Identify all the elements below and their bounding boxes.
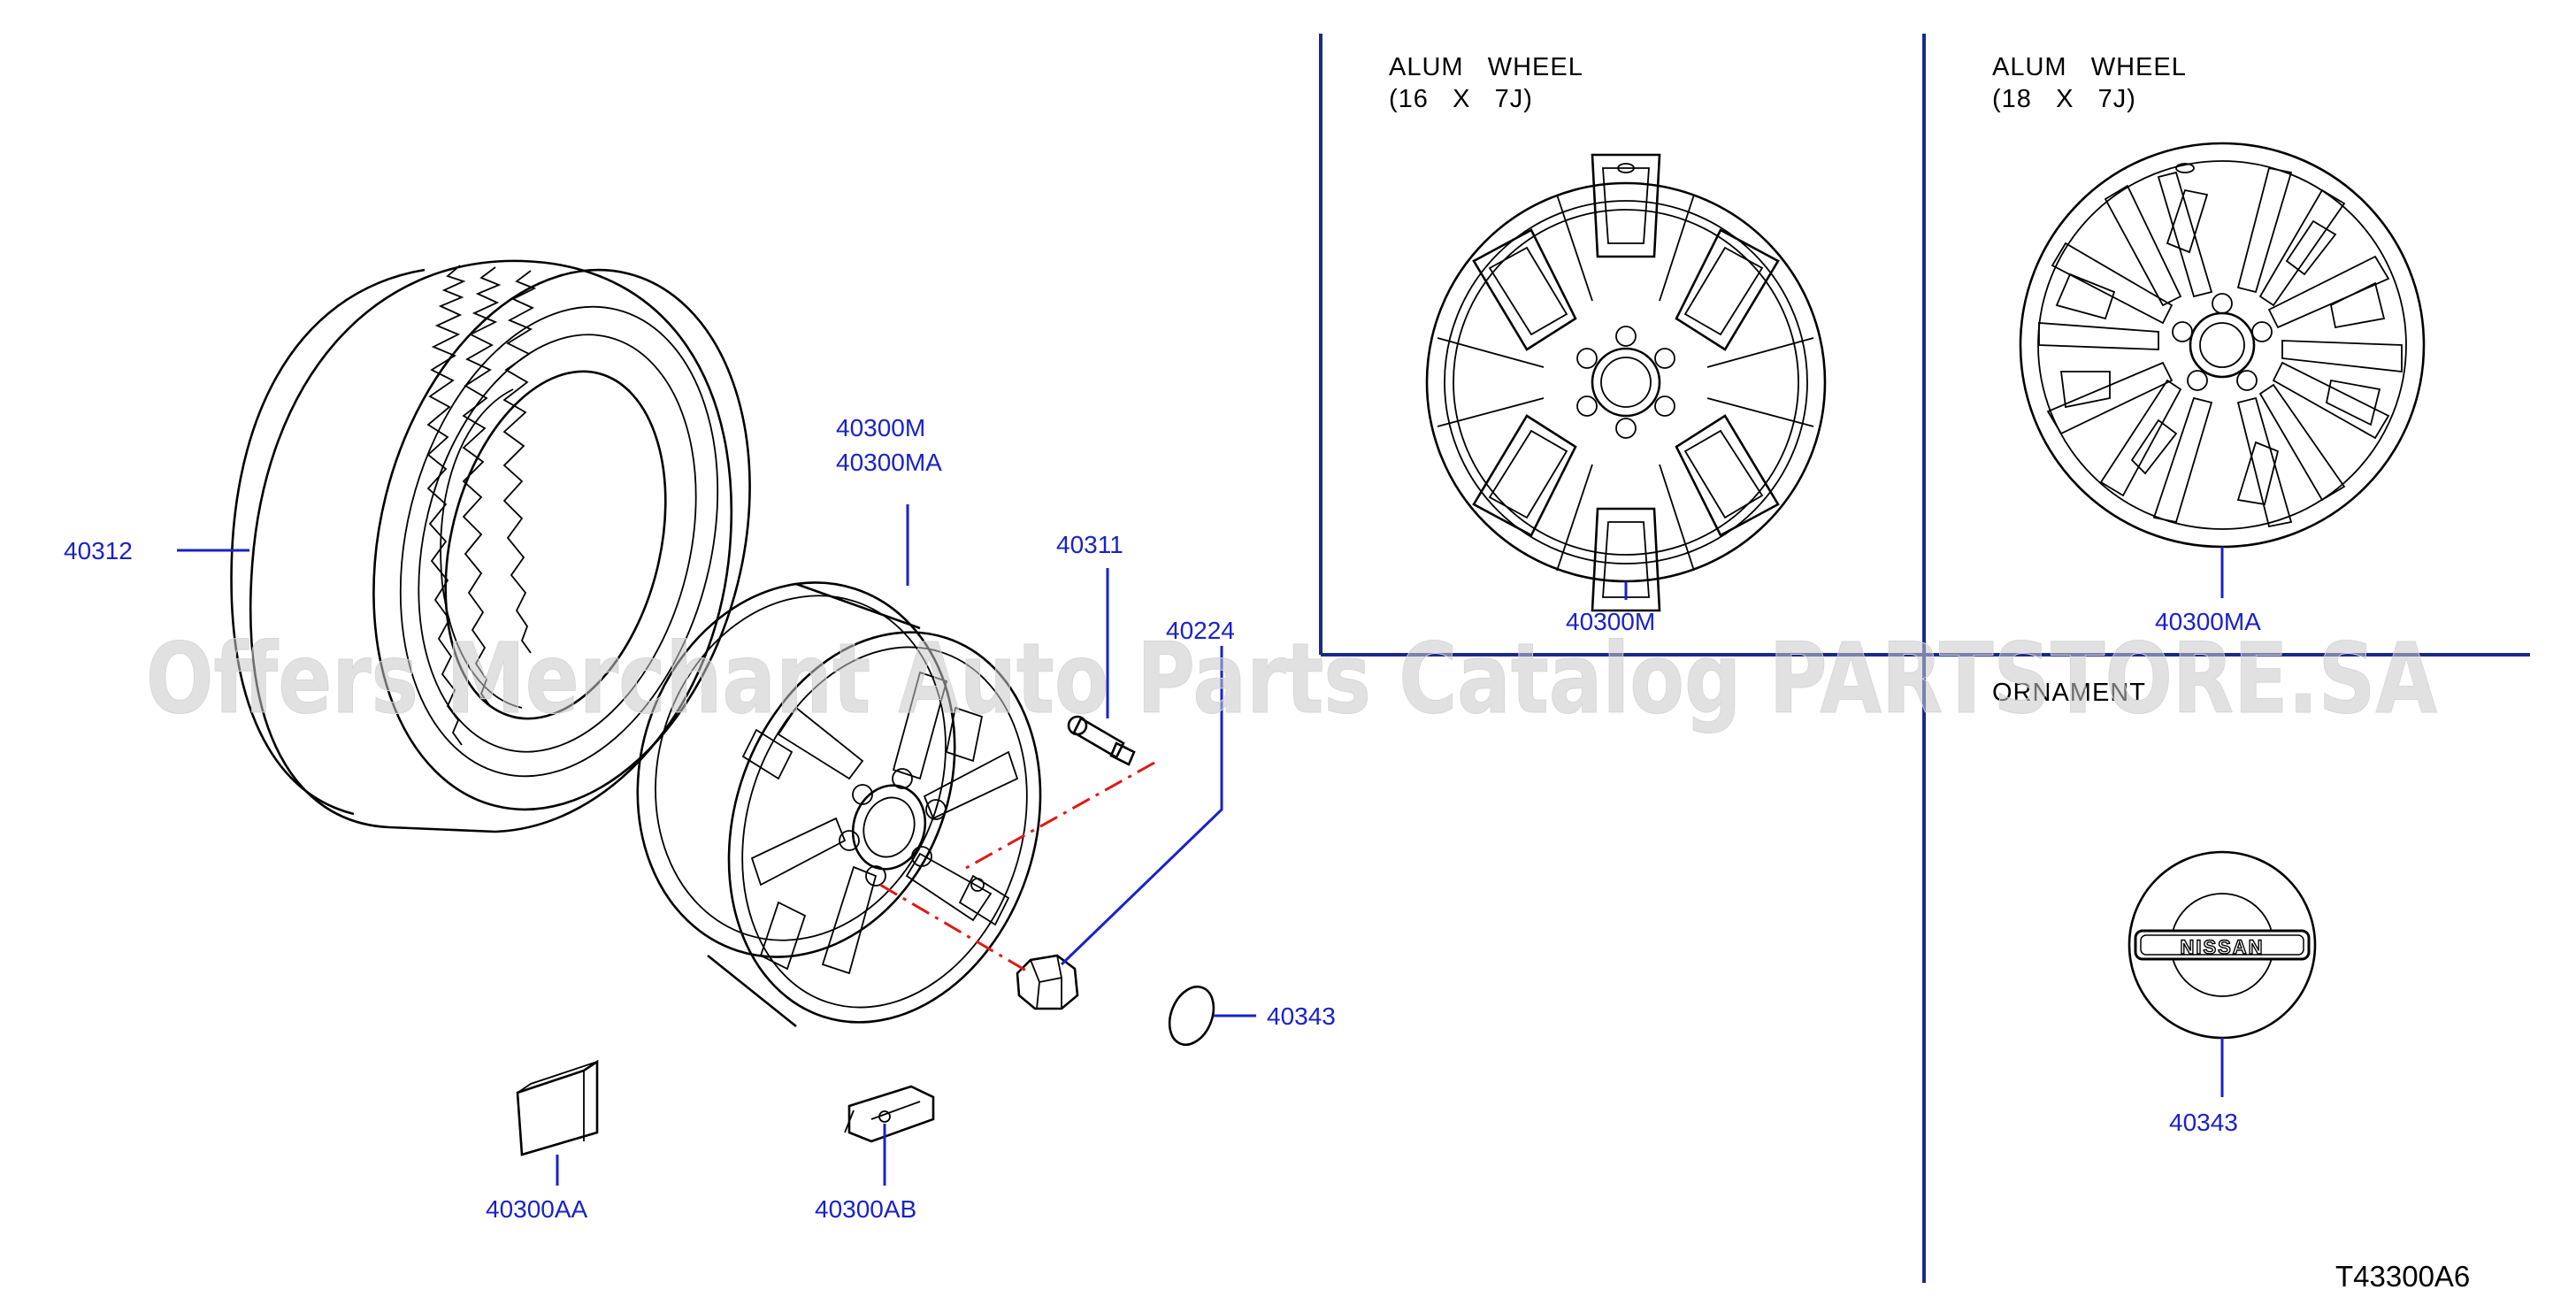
callout-wheel-18in[interactable]: 40300MA: [2155, 608, 2261, 635]
balance-weight-aa-illustration[interactable]: [516, 1059, 599, 1156]
panel-ornament-title: ORNAMENT: [1992, 679, 2146, 707]
panel-16-title-line2: (16 X 7J): [1389, 85, 1533, 113]
ornament-cap-illustration[interactable]: NISSAN: [2128, 850, 2317, 1040]
panel-dividers: [1319, 34, 2530, 1283]
assembly-centerlines: [879, 761, 1155, 975]
wheel-18in-illustration[interactable]: [2019, 142, 2426, 549]
callout-wheel-nut[interactable]: 40224: [1166, 617, 1235, 644]
watermark-text: Offers Merchant Auto Parts Catalog PARTS…: [146, 622, 2437, 735]
callout-road-wheel-alt[interactable]: 40300MA: [836, 449, 942, 476]
wheel-16in-spokes: [1437, 153, 1814, 612]
wheel-18in-spokes: [2038, 166, 2403, 528]
callout-wheel-16in[interactable]: 40300M: [1566, 608, 1655, 635]
callout-balance-weight-aa[interactable]: 40300AA: [486, 1195, 588, 1223]
balance-weight-ab-illustration[interactable]: [844, 1085, 935, 1143]
wheel-16in-illustration[interactable]: [1425, 153, 1827, 612]
nissan-emblem-text: NISSAN: [2180, 936, 2264, 958]
callout-valve[interactable]: 40311: [1056, 531, 1123, 558]
valve-stem-illustration[interactable]: [1067, 715, 1136, 766]
panel-18-title-line1: ALUM WHEEL: [1992, 53, 2187, 81]
callout-balance-weight-ab[interactable]: 40300AB: [815, 1195, 916, 1223]
diagram-code: T43300A6: [2335, 1260, 2470, 1293]
road-wheel-illustration[interactable]: [590, 541, 1089, 1063]
panel-16-title-line1: ALUM WHEEL: [1389, 53, 1583, 81]
tire-illustration[interactable]: [230, 230, 804, 850]
leader-lines: [177, 504, 1256, 1186]
wheel-nut-illustration[interactable]: [1016, 954, 1079, 1010]
callout-road-wheel[interactable]: 40300M: [836, 414, 925, 442]
center-cap-small-illustration[interactable]: [1162, 980, 1222, 1051]
panel-18-title-line2: (18 X 7J): [1992, 85, 2136, 113]
callout-ornament[interactable]: 40343: [2169, 1109, 2238, 1136]
callout-tire[interactable]: 40312: [64, 537, 133, 564]
callout-center-cap[interactable]: 40343: [1267, 1002, 1336, 1030]
